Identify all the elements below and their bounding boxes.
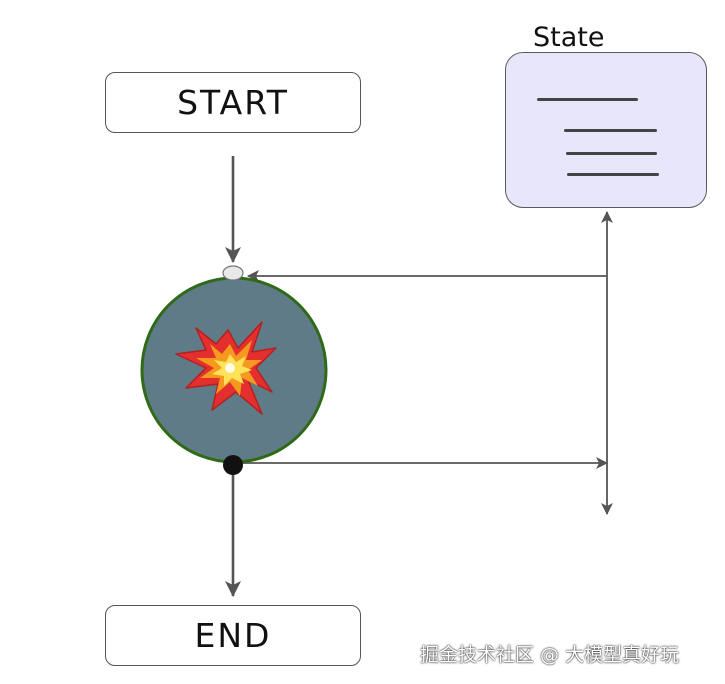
- state-box[interactable]: [505, 52, 707, 208]
- state-line: [566, 152, 657, 155]
- end-node[interactable]: END: [105, 605, 361, 666]
- state-line: [567, 173, 659, 176]
- start-node[interactable]: START: [105, 72, 361, 133]
- state-line: [564, 129, 657, 132]
- start-label: START: [177, 83, 289, 122]
- explosion-icon: [175, 321, 277, 415]
- node-output-port: [223, 455, 243, 475]
- state-line: [537, 98, 638, 101]
- state-label: State: [533, 22, 605, 53]
- node-input-port: [222, 265, 244, 281]
- watermark: 掘金技术社区 @ 大模型真好玩: [420, 644, 680, 666]
- end-label: END: [194, 616, 272, 655]
